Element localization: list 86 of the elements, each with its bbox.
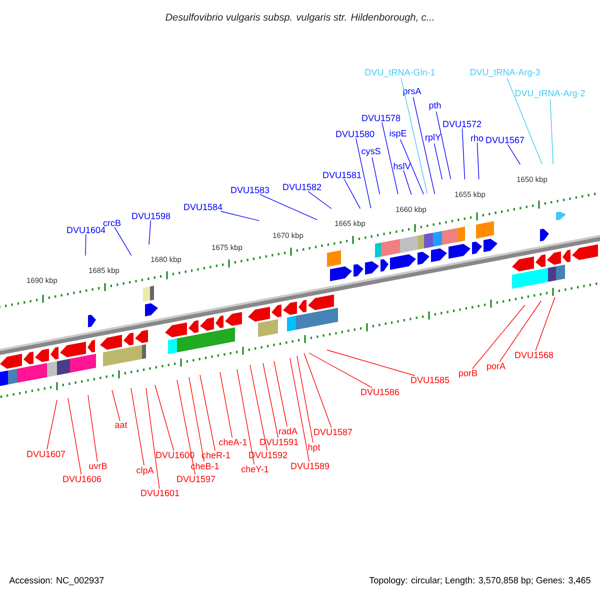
leader-line [88, 394, 98, 462]
gene-label: clpA [136, 466, 154, 476]
gene-label: DVU1597 [177, 476, 216, 482]
leader-line [403, 170, 412, 195]
leader-line [236, 368, 255, 465]
gene-label: rplY [426, 134, 441, 142]
gene-label: DVU1581 [323, 172, 362, 178]
leader-line [326, 350, 416, 376]
leader-line [296, 356, 314, 443]
gene-label: DVU1582 [283, 184, 322, 190]
gene-label: DVU1567 [486, 136, 524, 144]
leader-line [262, 362, 278, 438]
leader-line [220, 372, 233, 438]
gene-label: porA [487, 362, 506, 372]
leader-line [200, 374, 216, 451]
leader-line [535, 296, 556, 351]
leader-line [274, 360, 288, 427]
gene-label: ispE [390, 130, 406, 138]
gene-label: crcB [103, 220, 121, 226]
gene-label: DVU1586 [361, 388, 400, 396]
gene-label: cheA-1 [219, 438, 247, 446]
gene-label: cheY-1 [242, 466, 268, 472]
gene-label: DVU_tRNA-Gln-1 [365, 68, 435, 78]
leader-line [550, 98, 554, 165]
leader-line [412, 96, 436, 194]
title: Desulfovibrio vulgaris subsp. vulgaris str. Hildenborough, c... [166, 13, 434, 23]
leader-line [436, 111, 452, 180]
leader-line [130, 388, 144, 466]
leader-line [506, 78, 542, 164]
leader-line [114, 227, 132, 256]
leader-line [46, 400, 58, 450]
leader-line [499, 300, 542, 362]
gene-label: DVU_tRNA-Arg-3 [470, 68, 540, 78]
gene-label: pth [429, 102, 441, 110]
gene-label: radA [279, 428, 298, 434]
gene-label: DVU1568 [515, 352, 554, 358]
gene-label: cysS [362, 148, 380, 156]
gene-label: DVU1585 [411, 376, 450, 384]
gene-label: DVU1604 [67, 226, 106, 234]
leader-line [176, 380, 196, 475]
gene-label: DVU1587 [314, 428, 352, 436]
leader-line [434, 143, 443, 180]
leader-line [382, 122, 398, 195]
leader-line [154, 384, 174, 451]
leader-line [476, 142, 480, 180]
leader-line [250, 364, 268, 451]
gene-label: hpt [308, 444, 320, 452]
leader-line [260, 194, 318, 220]
gene-label: porB [459, 370, 478, 378]
gene-label: DVU1580 [336, 130, 374, 138]
leader-line [146, 388, 160, 489]
gene-label: DVU1578 [362, 114, 400, 122]
leader-line [372, 156, 380, 195]
leader-line [308, 191, 332, 209]
leader-line [472, 304, 526, 370]
gene-label: prsA [403, 88, 422, 96]
leader-line [400, 78, 428, 194]
gene-label: aat [115, 422, 128, 428]
leader-line [85, 234, 86, 256]
gene-label: DVU1583 [231, 186, 270, 194]
leader-line [304, 352, 332, 428]
gene-label: uvrB [89, 462, 107, 470]
gene-label: hslV [394, 162, 411, 170]
leader-line [112, 390, 120, 422]
gene-label: DVU_tRNA-Arg-2 [515, 90, 585, 98]
gene-label: DVU1584 [184, 204, 222, 210]
gene-label: DVU1607 [27, 450, 66, 458]
gene-label: DVU1606 [63, 476, 102, 482]
leader-line [220, 211, 260, 222]
leader-line [344, 179, 361, 209]
leader-line [188, 376, 205, 462]
gene-label: DVU1589 [291, 462, 330, 470]
topology-note: Topology: circular; Length: 3,570,858 bp; Genes: 3,465 [369, 576, 590, 586]
gene-label: DVU1601 [141, 490, 180, 496]
gene-label: rho [471, 134, 484, 142]
leader-line [356, 138, 372, 209]
leader-line [400, 139, 424, 195]
leader-line [290, 358, 310, 462]
accession-note: Accession: NC_002937 [9, 576, 104, 586]
gene-label: DVU1598 [132, 212, 170, 220]
leader-line [308, 352, 372, 388]
leader-line [462, 128, 466, 180]
leader-line [68, 398, 82, 475]
leader-line [507, 144, 521, 165]
gene-label: DVU1572 [443, 120, 482, 128]
leader-line [148, 220, 152, 245]
